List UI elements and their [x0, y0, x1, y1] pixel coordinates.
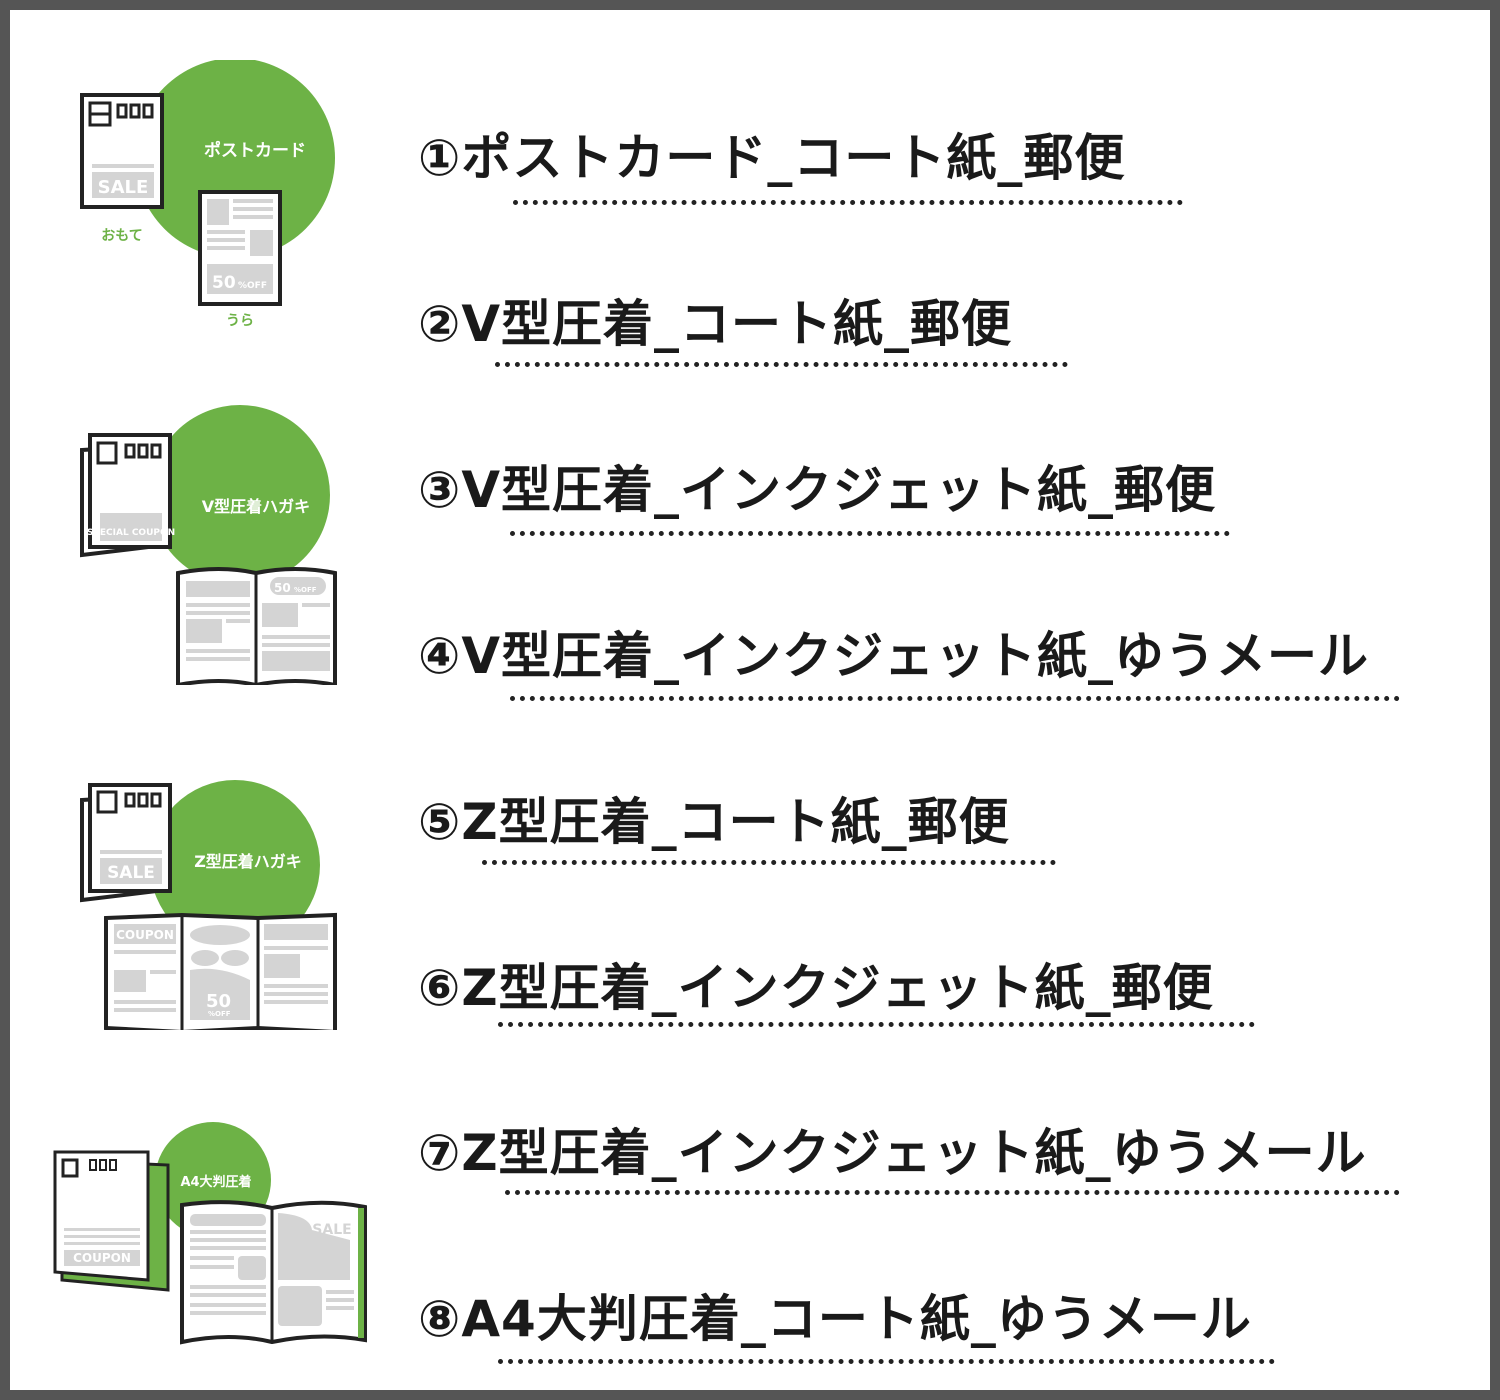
page: SALE おもて ポストカード 50 %OFF うら SPECIAL COUPO…	[10, 10, 1490, 1390]
z-type-illustration: SALE Z型圧着ハガキ COUPON 50 %OFF	[80, 780, 337, 1030]
item-z-type-inkjet-post: ⑥Z型圧着_インクジェット紙_郵便	[418, 959, 1214, 1017]
front-label: おもて	[101, 228, 142, 244]
z-type-title: Z型圧着ハガキ	[194, 852, 302, 871]
postcard-illustration: SALE おもて ポストカード 50 %OFF うら	[80, 60, 335, 329]
dotted-underline	[495, 362, 1068, 367]
dotted-underline	[498, 1022, 1255, 1027]
dotted-underline	[510, 531, 1230, 536]
sale-label: SALE	[312, 1222, 351, 1238]
item-v-type-inkjet-post: ③V型圧着_インクジェット紙_郵便	[418, 461, 1217, 519]
item-postcard-coated-post: ①ポストカード_コート紙_郵便	[418, 129, 1126, 187]
sale-label: SALE	[107, 863, 155, 883]
a4-illustration: COUPON A4大判圧着 SALE	[53, 1122, 367, 1345]
item-z-type-inkjet-yumail: ⑦Z型圧着_インクジェット紙_ゆうメール	[418, 1124, 1367, 1182]
dotted-underline	[510, 696, 1400, 701]
discount-unit: %OFF	[294, 586, 317, 594]
coupon-label: SPECIAL COUPON	[87, 528, 175, 538]
back-label: うら	[226, 313, 254, 329]
coupon-label: COUPON	[116, 928, 174, 942]
item-v-type-inkjet-yumail: ④V型圧着_インクジェット紙_ゆうメール	[418, 627, 1370, 685]
discount-label: 50	[212, 273, 236, 293]
dotted-underline	[505, 1190, 1400, 1195]
item-z-type-coated-post: ⑤Z型圧着_コート紙_郵便	[418, 793, 1010, 851]
dotted-underline	[513, 200, 1183, 205]
discount-unit: %OFF	[208, 1010, 231, 1018]
v-type-title: V型圧着ハガキ	[202, 497, 310, 516]
discount-label: 50	[206, 991, 231, 1012]
postcard-title: ポストカード	[204, 140, 306, 161]
v-type-illustration: SPECIAL COUPON V型圧着ハガキ 50 %OFF	[80, 405, 337, 685]
item-v-type-coated-post: ②V型圧着_コート紙_郵便	[418, 295, 1013, 353]
sale-label: SALE	[98, 177, 149, 198]
a4-title: A4大判圧着	[180, 1174, 251, 1190]
item-a4-coated-yumail: ⑧A4大判圧着_コート紙_ゆうメール	[418, 1290, 1252, 1348]
discount-label: 50	[274, 581, 291, 595]
coupon-label: COUPON	[73, 1251, 131, 1265]
dotted-underline	[482, 860, 1056, 865]
dotted-underline	[498, 1359, 1275, 1364]
discount-unit: %OFF	[238, 281, 267, 291]
